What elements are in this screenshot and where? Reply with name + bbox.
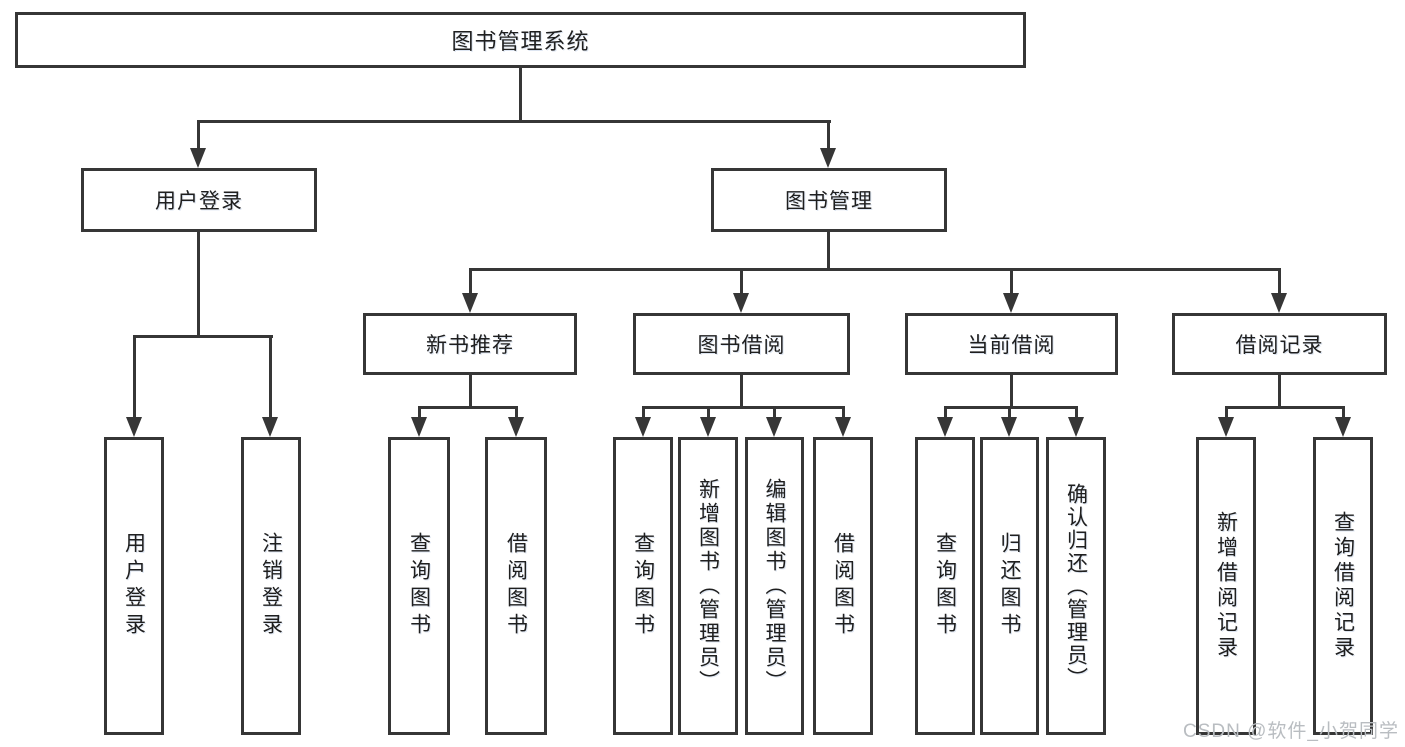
- node-user-login: 用户登录: [81, 168, 317, 232]
- leaf-query-books-recommend-label: 查询图书: [407, 532, 431, 640]
- connector-new-book-hline: [418, 406, 518, 409]
- arrow-to-leaf-11: [1068, 417, 1084, 437]
- leaf-add-books-admin: 新增图书（管理员）: [678, 437, 738, 735]
- arrow-to-leaf-3: [411, 417, 427, 437]
- arrow-to-leaf-9: [937, 417, 953, 437]
- leaf-edit-books-admin: 编辑图书（管理员）: [745, 437, 804, 735]
- connector-stub-borrow-records: [1278, 268, 1281, 295]
- watermark: CSDN @软件_小贺同学: [1183, 721, 1399, 742]
- node-current-borrow: 当前借阅: [905, 313, 1118, 375]
- leaf-borrow-books-recommend-label: 借阅图书: [504, 532, 528, 640]
- leaf-query-borrow-record-label: 查询借阅记录: [1331, 511, 1355, 661]
- arrow-to-leaf-login: [126, 417, 142, 437]
- connector-stub-leaf-11: [1075, 406, 1078, 419]
- connector-book-mgmt-hline: [469, 268, 1281, 271]
- connector-new-book-stem: [469, 375, 472, 406]
- connector-borrow-records-hline: [1225, 406, 1344, 409]
- leaf-query-books-borrow-label: 查询图书: [631, 532, 655, 640]
- arrow-to-current-borrow: [1003, 293, 1019, 313]
- node-user-login-label: 用户登录: [155, 190, 243, 213]
- arrow-to-leaf-8: [835, 417, 851, 437]
- connector-stub-leaf-logout: [269, 335, 272, 419]
- connector-user-login-stem: [197, 232, 200, 335]
- arrow-to-leaf-7: [766, 417, 782, 437]
- connector-root-stub-left: [197, 120, 200, 150]
- arrow-to-leaf-12: [1218, 417, 1234, 437]
- connector-stub-leaf-12: [1225, 406, 1228, 419]
- arrow-to-borrow-records: [1271, 293, 1287, 313]
- leaf-add-borrow-record: 新增借阅记录: [1196, 437, 1256, 735]
- connector-root-stub-right: [827, 120, 830, 150]
- connector-stub-leaf-10: [1008, 406, 1011, 419]
- connector-book-borrow-stem: [740, 375, 743, 406]
- leaf-logout: 注销登录: [241, 437, 301, 735]
- connector-stub-leaf-5: [642, 406, 645, 419]
- leaf-add-borrow-record-label: 新增借阅记录: [1214, 511, 1238, 661]
- leaf-query-books-current-label: 查询图书: [933, 532, 957, 640]
- connector-stub-leaf-13: [1342, 406, 1345, 419]
- leaf-query-books-borrow: 查询图书: [613, 437, 673, 735]
- node-book-borrow-label: 图书借阅: [697, 334, 786, 357]
- connector-book-borrow-hline: [642, 406, 844, 409]
- connector-stub-leaf-9: [944, 406, 947, 419]
- node-root-label: 图书管理系统: [451, 29, 590, 54]
- arrow-to-leaf-logout: [262, 417, 278, 437]
- leaf-borrow-books-recommend: 借阅图书: [485, 437, 547, 735]
- arrow-to-new-book: [462, 293, 478, 313]
- leaf-return-books: 归还图书: [980, 437, 1039, 735]
- connector-borrow-records-stem: [1278, 375, 1281, 406]
- leaf-user-login-label: 用户登录: [122, 532, 146, 640]
- leaf-add-books-admin-label: 新增图书（管理员）: [696, 478, 720, 694]
- connector-stub-new-book: [469, 268, 472, 295]
- arrow-to-leaf-6: [700, 417, 716, 437]
- arrow-to-book-management: [820, 148, 836, 168]
- node-borrow-records-label: 借阅记录: [1235, 334, 1324, 357]
- arrow-to-leaf-10: [1001, 417, 1017, 437]
- leaf-query-books-recommend: 查询图书: [388, 437, 450, 735]
- connector-book-mgmt-stem: [827, 232, 830, 268]
- connector-root-hline: [197, 120, 831, 123]
- connector-stub-leaf-8: [842, 406, 845, 419]
- node-new-book-recommend-label: 新书推荐: [426, 334, 514, 357]
- node-book-borrow: 图书借阅: [633, 313, 850, 375]
- connector-current-borrow-stem: [1010, 375, 1013, 406]
- arrow-to-user-login: [190, 148, 206, 168]
- leaf-user-login: 用户登录: [104, 437, 164, 735]
- leaf-borrow-books-label: 借阅图书: [831, 532, 855, 640]
- connector-stub-leaf-4: [515, 406, 518, 419]
- leaf-borrow-books: 借阅图书: [813, 437, 873, 735]
- connector-stub-leaf-3: [418, 406, 421, 419]
- leaf-query-books-current: 查询图书: [915, 437, 975, 735]
- connector-stub-leaf-login: [133, 335, 136, 419]
- leaf-confirm-return-admin-label: 确认归还（管理员）: [1064, 482, 1088, 690]
- leaf-logout-label: 注销登录: [259, 532, 283, 640]
- node-borrow-records: 借阅记录: [1172, 313, 1387, 375]
- arrow-to-book-borrow: [733, 293, 749, 313]
- connector-stub-leaf-6: [707, 406, 710, 419]
- arrow-to-leaf-13: [1335, 417, 1351, 437]
- arrow-to-leaf-4: [508, 417, 524, 437]
- node-book-management: 图书管理: [711, 168, 947, 232]
- arrow-to-leaf-5: [635, 417, 651, 437]
- node-current-borrow-label: 当前借阅: [967, 334, 1056, 357]
- connector-root-stem: [519, 66, 522, 120]
- node-new-book-recommend: 新书推荐: [363, 313, 577, 375]
- connector-stub-book-borrow: [740, 268, 743, 295]
- leaf-query-borrow-record: 查询借阅记录: [1313, 437, 1373, 735]
- leaf-return-books-label: 归还图书: [998, 532, 1021, 640]
- leaf-edit-books-admin-label: 编辑图书（管理员）: [763, 478, 786, 694]
- connector-user-login-hline: [133, 335, 273, 338]
- connector-stub-current-borrow: [1010, 268, 1013, 295]
- node-book-management-label: 图书管理: [785, 190, 873, 213]
- node-root: 图书管理系统: [15, 12, 1026, 68]
- connector-stub-leaf-7: [773, 406, 776, 419]
- leaf-confirm-return-admin: 确认归还（管理员）: [1046, 437, 1106, 735]
